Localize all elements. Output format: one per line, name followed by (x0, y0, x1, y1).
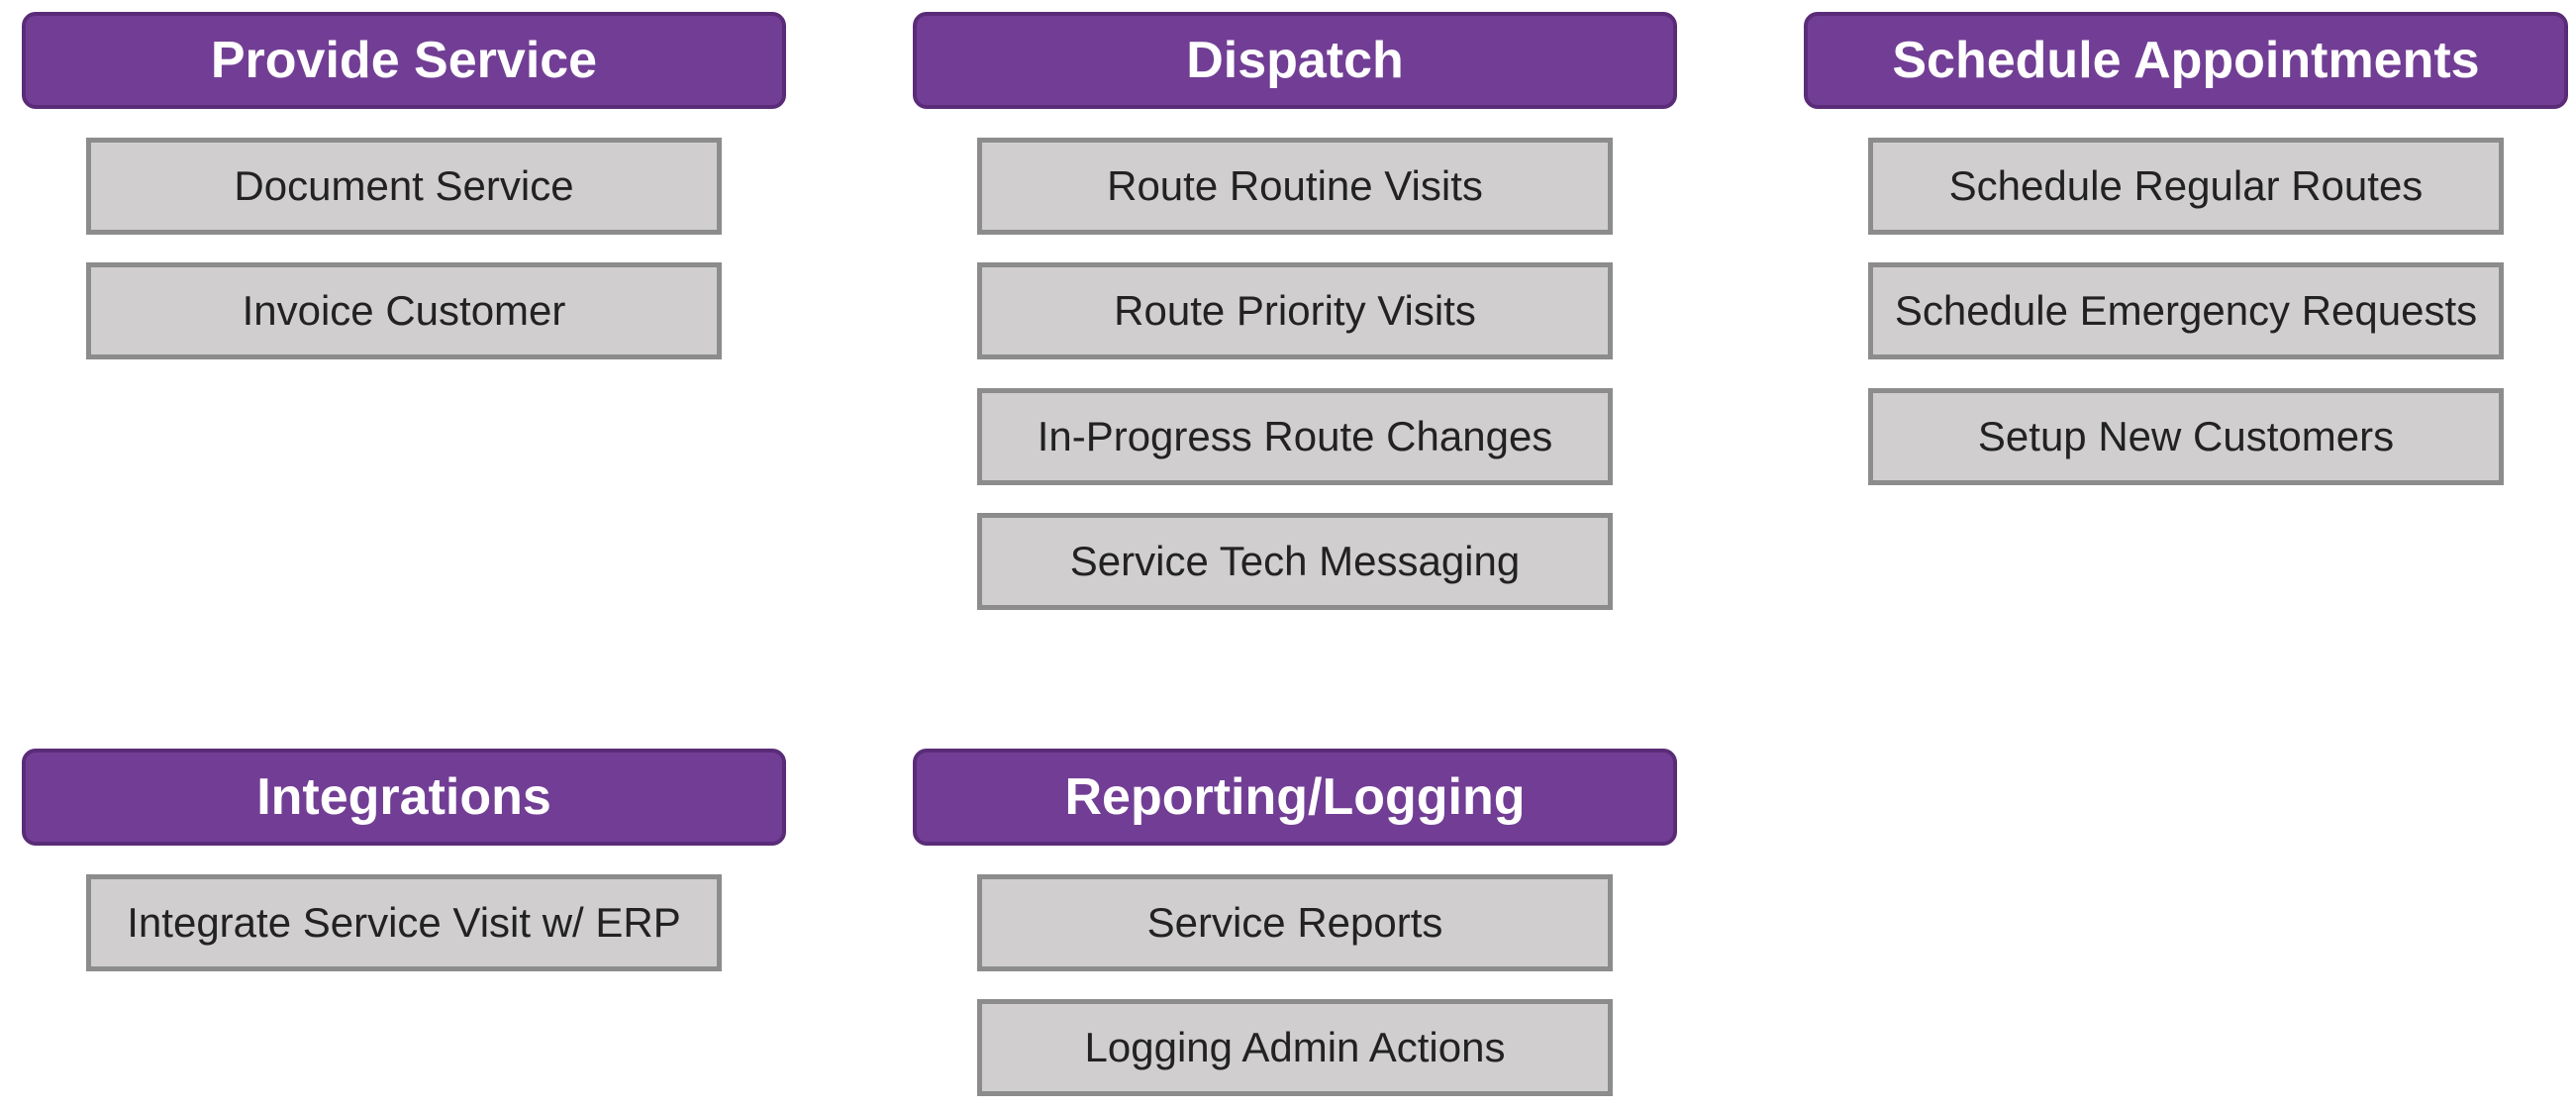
task-setup-new-customers: Setup New Customers (1868, 388, 2504, 485)
task-integrate-service-visit-erp: Integrate Service Visit w/ ERP (86, 874, 722, 971)
task-route-routine-visits: Route Routine Visits (977, 138, 1613, 235)
group-header-reporting-logging: Reporting/Logging (913, 749, 1677, 846)
task-service-tech-messaging: Service Tech Messaging (977, 513, 1613, 610)
task-service-reports: Service Reports (977, 874, 1613, 971)
task-invoice-customer: Invoice Customer (86, 262, 722, 359)
group-header-dispatch: Dispatch (913, 12, 1677, 109)
task-in-progress-route-changes: In-Progress Route Changes (977, 388, 1613, 485)
group-header-schedule-appointments: Schedule Appointments (1804, 12, 2568, 109)
group-header-integrations: Integrations (22, 749, 786, 846)
task-schedule-emergency-requests: Schedule Emergency Requests (1868, 262, 2504, 359)
task-document-service: Document Service (86, 138, 722, 235)
task-route-priority-visits: Route Priority Visits (977, 262, 1613, 359)
task-logging-admin-actions: Logging Admin Actions (977, 999, 1613, 1096)
group-header-provide-service: Provide Service (22, 12, 786, 109)
task-schedule-regular-routes: Schedule Regular Routes (1868, 138, 2504, 235)
